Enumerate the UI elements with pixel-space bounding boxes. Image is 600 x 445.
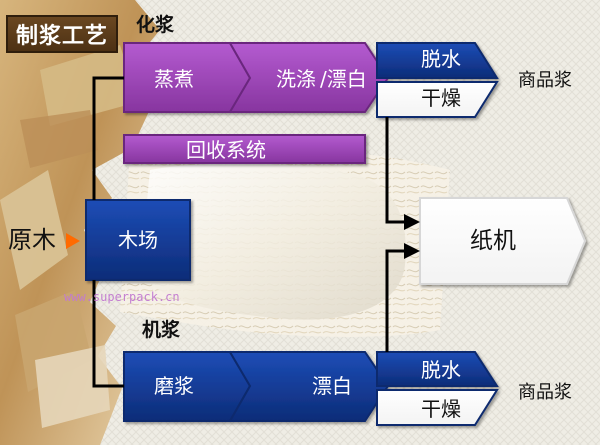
chemical-bleaching-label: /漂白: [320, 67, 367, 91]
washing-bleaching-step-block: [228, 42, 390, 113]
mechanical-dewatering-label: 脱水: [421, 358, 461, 382]
paper-machine-node: [419, 197, 587, 285]
wood-yard-node: [85, 199, 191, 281]
wood-yard-to-mechanical-line: [92, 280, 124, 388]
chemical-drying-block: [376, 81, 499, 118]
wood-yard-label: 木场: [118, 228, 158, 252]
page-title: 制浆工艺: [6, 15, 118, 53]
mechanical-bleaching-step-block: [228, 351, 390, 422]
wood-chip-shard-4: [20, 110, 98, 168]
wood-yard-block: [85, 199, 191, 281]
wood-chip-shard-5: [35, 345, 110, 428]
mechanical-market-pulp-label: 商品浆: [518, 382, 572, 403]
connector-lines: [92, 76, 408, 388]
cooking-label: 蒸煮: [154, 67, 194, 91]
recovery-system-bar: [123, 134, 366, 164]
recovery-system-label: 回收系统: [186, 138, 266, 162]
chemical-drying-label: 干燥: [421, 86, 461, 110]
grinding-label: 磨浆: [154, 374, 194, 398]
mechanical-drying-block: [376, 389, 499, 426]
washing-label: 洗涤: [276, 67, 316, 91]
chemical-to-paper-arrowhead: [404, 214, 420, 230]
mechanical-drying-label: 干燥: [421, 397, 461, 421]
mechanical-pulping-label: 机浆: [142, 319, 181, 341]
chemical-pulping-flow: [123, 42, 499, 164]
paper-machine-block: [419, 197, 587, 285]
wood-yard-to-chemical-line: [92, 76, 124, 200]
mechanical-dewatering-block: [376, 351, 499, 387]
pulp-fiber-highlight: [140, 163, 406, 320]
paper-machine-label: 纸机: [470, 228, 516, 254]
mechanical-pulping-flow: [123, 351, 499, 426]
mechanical-bleaching-label: 漂白: [312, 374, 352, 398]
wood-chip-shard-3: [40, 45, 138, 126]
chemical-pulping-label: 化浆: [136, 14, 175, 36]
chemical-to-paper-line: [385, 117, 408, 224]
wood-chip-shard-1: [0, 170, 68, 290]
chemical-dewatering-label: 脱水: [421, 47, 461, 71]
mechanical-to-paper-arrowhead: [404, 243, 420, 259]
mechanical-to-paper-line: [385, 249, 408, 352]
raw-wood-label: 原木: [8, 226, 56, 254]
raw-wood-input-arrow: [66, 233, 80, 249]
chemical-market-pulp-label: 商品浆: [518, 70, 572, 91]
chemical-dewatering-block: [376, 42, 499, 79]
site-watermark: www.superpack.cn: [64, 290, 180, 304]
